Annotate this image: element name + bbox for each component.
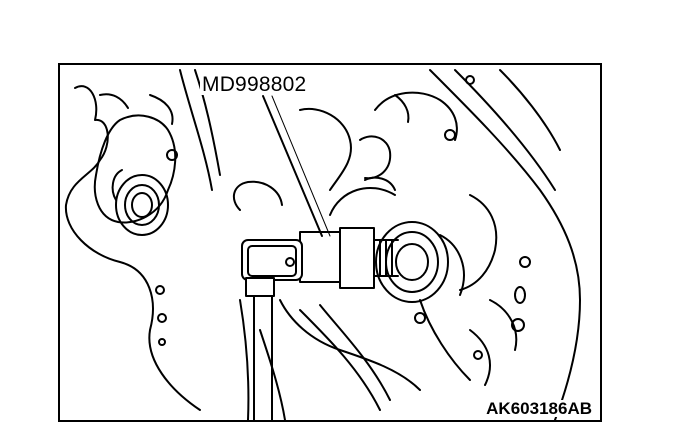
callout-leader-line (262, 95, 331, 237)
housing-center-webbing (232, 91, 458, 420)
bolt-holes-right (414, 75, 531, 360)
figure-code-label: AK603186AB (484, 399, 594, 418)
right-bearing (375, 221, 465, 303)
housing-left-outline (64, 69, 221, 411)
bolt-holes-left (155, 149, 178, 346)
tool-callout-label: MD998802 (200, 73, 309, 96)
tool-socket (299, 227, 399, 289)
left-bearing (111, 169, 169, 236)
wrench-handle (241, 239, 303, 420)
